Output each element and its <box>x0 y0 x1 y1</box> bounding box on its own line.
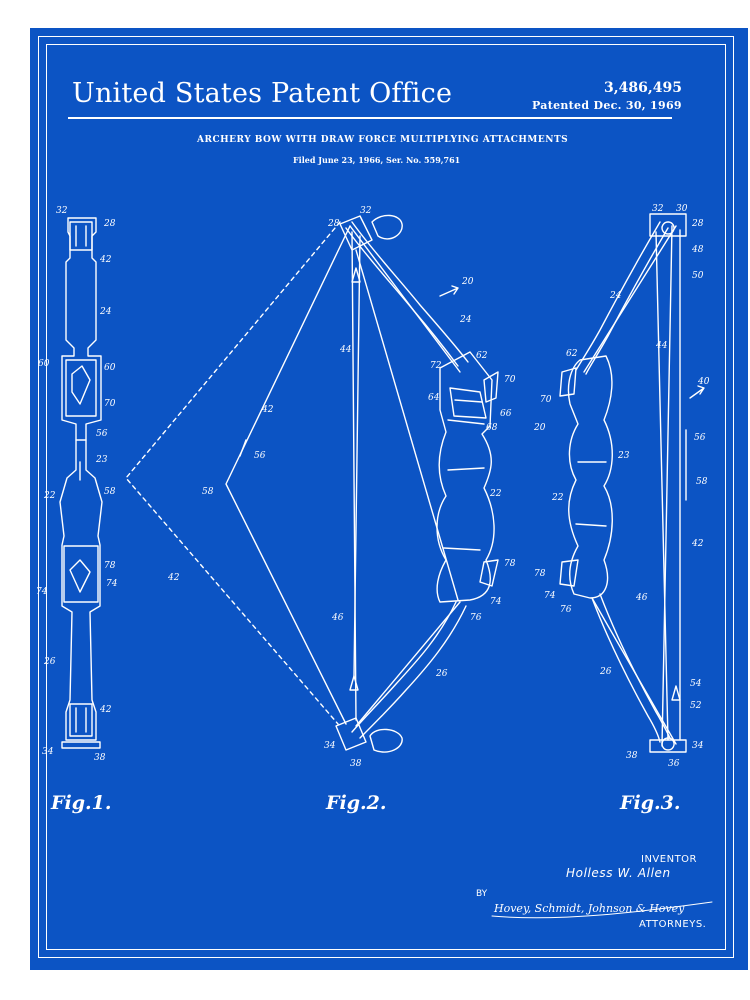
ref-numeral: 38 <box>350 759 362 769</box>
ref-numeral: 54 <box>690 679 702 689</box>
ref-numeral: 24 <box>99 307 112 317</box>
ref-numeral: 20 <box>533 423 546 433</box>
ref-numeral: 42 <box>99 705 112 715</box>
ref-numeral: 26 <box>599 667 612 677</box>
ref-numeral: 38 <box>94 753 106 763</box>
patent-office-heading: United States Patent Office <box>72 78 453 109</box>
fig3-label: Fig.3. <box>620 792 681 814</box>
ref-numeral: 26 <box>43 657 56 667</box>
inventor-label: INVENTOR <box>641 854 697 865</box>
ref-numeral: 34 <box>324 741 336 751</box>
ref-numeral: 78 <box>504 559 516 569</box>
ref-numeral: 70 <box>540 395 552 405</box>
ref-numeral: 40 <box>697 377 710 387</box>
filing-info: Filed June 23, 1966, Ser. No. 559,761 <box>293 155 461 165</box>
ref-numeral: 48 <box>691 245 704 255</box>
ref-numeral: 30 <box>676 204 688 214</box>
inventor-name: Holless W. Allen <box>566 866 671 880</box>
ref-numeral: 42 <box>691 539 704 549</box>
ref-numeral: 52 <box>690 701 702 711</box>
by-label: BY <box>476 889 488 899</box>
ref-numeral: 22 <box>551 493 564 503</box>
ref-numeral: 56 <box>254 451 266 461</box>
ref-numeral: 32 <box>360 206 372 216</box>
ref-numeral: 24 <box>459 315 472 325</box>
ref-numeral: 50 <box>692 271 704 281</box>
inner-border <box>46 44 726 950</box>
ref-numeral: 74 <box>106 579 118 589</box>
ref-numeral: 68 <box>486 423 498 433</box>
ref-numeral: 62 <box>566 349 578 359</box>
ref-numeral: 24 <box>609 291 622 301</box>
ref-numeral: 66 <box>500 409 512 419</box>
fig1-bow-front-view <box>59 217 103 749</box>
ref-numeral: 28 <box>103 219 116 229</box>
ref-numeral: 20 <box>461 277 474 287</box>
ref-numeral: 23 <box>617 451 630 461</box>
ref-numeral: 34 <box>692 741 704 751</box>
ref-numeral: 56 <box>694 433 706 443</box>
patent-number: 3,486,495 <box>604 80 682 96</box>
ref-numeral: 76 <box>560 605 572 615</box>
attorneys-label: ATTORNEYS. <box>639 919 707 930</box>
ref-numeral: 46 <box>635 593 648 603</box>
ref-numeral: 78 <box>534 569 546 579</box>
ref-numeral: 76 <box>470 613 482 623</box>
fig1-label: Fig.1. <box>51 792 112 814</box>
fig2-label: Fig.2. <box>326 792 387 814</box>
heading-rule <box>68 117 672 119</box>
fig3-bow-side-view <box>559 213 705 753</box>
ref-numeral: 74 <box>36 587 48 597</box>
ref-numeral: 36 <box>668 759 680 769</box>
ref-numeral: 42 <box>167 573 180 583</box>
attorneys-signature: Hovey, Schmidt, Johnson & Hovey <box>493 902 685 915</box>
ref-numeral: 38 <box>626 751 638 761</box>
ref-numeral: 58 <box>104 487 116 497</box>
ref-numeral: 28 <box>327 219 340 229</box>
ref-numeral: 26 <box>435 669 448 679</box>
ref-numeral: 70 <box>104 399 116 409</box>
ref-numeral: 74 <box>490 597 502 607</box>
ref-numeral: 46 <box>331 613 344 623</box>
ref-numeral: 34 <box>42 747 54 757</box>
fig2-reference-numerals: 32 28 20 24 44 62 72 70 64 66 68 22 42 5… <box>167 206 516 769</box>
ref-numeral: 64 <box>428 393 440 403</box>
fig2-bow-side-view <box>125 214 499 753</box>
patented-date: Patented Dec. 30, 1969 <box>532 99 682 112</box>
ref-numeral: 32 <box>652 204 664 214</box>
ref-numeral: 60 <box>38 359 50 369</box>
ref-numeral: 56 <box>96 429 108 439</box>
ref-numeral: 70 <box>504 375 516 385</box>
ref-numeral: 74 <box>544 591 556 601</box>
ref-numeral: 60 <box>104 363 116 373</box>
ref-numeral: 58 <box>696 477 708 487</box>
fig1-reference-numerals: 32 28 42 24 60 60 70 56 23 22 58 78 74 7… <box>36 206 118 763</box>
ref-numeral: 22 <box>43 491 56 501</box>
outer-border <box>38 36 734 958</box>
ref-numeral: 32 <box>56 206 68 216</box>
ref-numeral: 72 <box>430 361 442 371</box>
fig3-reference-numerals: 32 30 28 48 50 24 44 40 62 70 20 23 56 5… <box>533 204 710 769</box>
ref-numeral: 62 <box>476 351 488 361</box>
ref-numeral: 22 <box>489 489 502 499</box>
ref-numeral: 44 <box>655 341 668 351</box>
ref-numeral: 44 <box>339 345 352 355</box>
ref-numeral: 58 <box>202 487 214 497</box>
ref-numeral: 78 <box>104 561 116 571</box>
blueprint-sheet <box>30 28 748 970</box>
ref-numeral: 42 <box>261 405 274 415</box>
ref-numeral: 23 <box>95 455 108 465</box>
patent-title: ARCHERY BOW WITH DRAW FORCE MULTIPLYING … <box>197 135 569 145</box>
ref-numeral: 42 <box>99 255 112 265</box>
ref-numeral: 28 <box>691 219 704 229</box>
